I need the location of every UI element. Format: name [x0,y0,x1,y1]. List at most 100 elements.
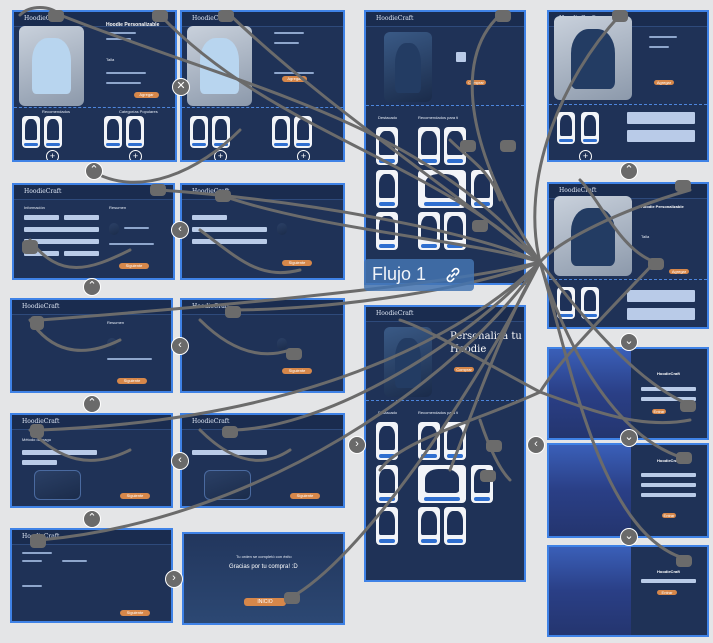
add-icon[interactable]: + [297,150,310,160]
frame-auth-3[interactable]: HoodieCraft Entrar [547,545,709,637]
product-card[interactable] [212,116,230,148]
frame-auth-1[interactable]: HoodieCraft Entrar [547,347,709,440]
product-photo [187,26,252,106]
logo: HoodieCraft [192,303,230,310]
size-label: Talla [641,234,650,239]
frame-payment-1[interactable]: HoodieCraft Método de pago Siguiente [10,413,173,508]
recommended-heading: Recomendados [42,109,71,114]
logo: HoodieCraft [22,418,60,425]
recommended-heading: Recomendados para ti [418,410,459,415]
thanks-line2: Gracias por tu compra! :D [229,564,298,570]
frame-payment-2[interactable]: HoodieCraft Siguiente [180,413,345,508]
logo: HoodieCraft [559,187,597,194]
summary-heading: Resumen [109,205,127,210]
add-button[interactable]: Agregar [654,80,674,85]
login-button[interactable]: Entrar [662,513,676,518]
chevron-right-icon[interactable]: › [165,570,183,588]
logo: HoodieCraft [376,15,414,22]
hero-photo [384,327,432,397]
hero-title-line1: Personaliza tu [450,331,522,342]
add-icon[interactable]: + [129,150,142,160]
input-field[interactable] [64,215,99,220]
chevron-down-icon[interactable]: ⌄ [620,333,638,351]
input-field[interactable] [24,215,59,220]
frame-shipping-3[interactable]: HoodieCraft Resumen Siguiente [10,298,173,393]
login-button[interactable]: Entrar [657,590,677,595]
product-photo [554,196,632,276]
pay-button[interactable]: Siguiente [120,493,150,499]
home-button[interactable]: INICIO [244,598,286,606]
chevron-left-icon[interactable]: ‹ [171,221,189,239]
auth-title: HoodieCraft [657,569,680,574]
wave-panel [549,547,631,635]
logo: HoodieCraft [192,418,230,425]
recommended-heading: Recomendados para ti [418,115,459,120]
frame-shipping-4[interactable]: HoodieCraft Siguiente [180,298,345,393]
frame-shipping-2[interactable]: HoodieCraft Siguiente [180,183,345,280]
product-card[interactable] [126,116,144,148]
confirm-button[interactable]: Siguiente [120,610,150,616]
continue-button[interactable]: Siguiente [119,263,149,269]
link-icon[interactable] [444,266,462,284]
featured-heading: Destacado [378,410,398,415]
auth-title: HoodieCraft [657,458,680,463]
chevron-left-icon[interactable]: ‹ [171,337,189,355]
logo: HoodieCraft [22,533,60,540]
chevron-down-icon[interactable]: ⌄ [620,528,638,546]
close-icon[interactable]: ✕ [172,78,190,96]
chevron-left-icon[interactable]: ‹ [171,452,189,470]
payment-title: Método de pago [22,437,51,442]
add-button[interactable]: Agregar [669,269,689,274]
product-card[interactable] [104,116,122,148]
product-card[interactable] [44,116,62,148]
shop-button[interactable]: Comprar [454,367,474,372]
chevron-up-icon[interactable]: ⌃ [83,510,101,528]
flow-starting-point[interactable]: Flujo 1 [364,259,474,291]
add-button[interactable]: Agregar [282,76,307,82]
product-photo [554,16,632,100]
frame-confirm[interactable]: HoodieCraft Siguiente [10,528,173,623]
input-field[interactable] [24,239,99,244]
frame-home-2[interactable]: HoodieCraft Personaliza tu Hoodie Compra… [364,305,526,582]
featured-heading: Destacado [378,115,398,120]
auth-title: HoodieCraft [657,371,680,376]
product-card[interactable] [272,116,290,148]
input-field[interactable] [24,251,59,256]
frame-home-1[interactable]: HoodieCraft Comprar Destacado Recomendad… [364,10,526,285]
frame-product-3[interactable]: HoodieCraft Agregar + [547,10,709,162]
frame-auth-2[interactable]: HoodieCraft Entrar [547,443,709,538]
logo: HoodieCraft [192,188,230,195]
frame-product-1[interactable]: HoodieCraft Hoodie Personalizable Talla … [12,10,177,162]
continue-button[interactable]: Siguiente [117,378,147,384]
product-card[interactable] [190,116,208,148]
wave-panel [549,445,631,536]
hero-photo [384,32,432,102]
add-button[interactable]: Agregar [134,92,159,98]
product-title: Hoodie Personalizable [641,204,684,209]
chevron-right-icon[interactable]: › [348,436,366,454]
chevron-up-icon[interactable]: ⌃ [83,278,101,296]
input-field[interactable] [64,251,99,256]
flow-label: Flujo 1 [372,264,427,284]
frame-shipping-1[interactable]: HoodieCraft Información Resumen Siguient… [12,183,175,280]
size-label: Talla [106,57,115,62]
continue-button[interactable]: Siguiente [282,368,312,374]
frame-thanks[interactable]: Tu orden se completó con éxito Gracias p… [182,532,345,625]
continue-button[interactable]: Siguiente [282,260,312,266]
chevron-left-icon[interactable]: ‹ [527,436,545,454]
chevron-down-icon[interactable]: ⌄ [620,429,638,447]
product-card[interactable] [22,116,40,148]
login-button[interactable]: Entrar [652,409,666,414]
chevron-up-icon[interactable]: ⌃ [620,162,638,180]
frame-product-4[interactable]: HoodieCraft Hoodie Personalizable Talla … [547,182,709,329]
frame-product-2[interactable]: HoodieCraft Agregar + + [180,10,345,162]
product-card[interactable] [294,116,312,148]
add-icon[interactable]: + [579,150,592,160]
shop-button[interactable]: Comprar [466,80,486,85]
chevron-up-icon[interactable]: ⌃ [85,162,103,180]
input-field[interactable] [24,227,99,232]
chevron-up-icon[interactable]: ⌃ [83,395,101,413]
pay-button[interactable]: Siguiente [290,493,320,499]
add-icon[interactable]: + [46,150,59,160]
add-icon[interactable]: + [214,150,227,160]
